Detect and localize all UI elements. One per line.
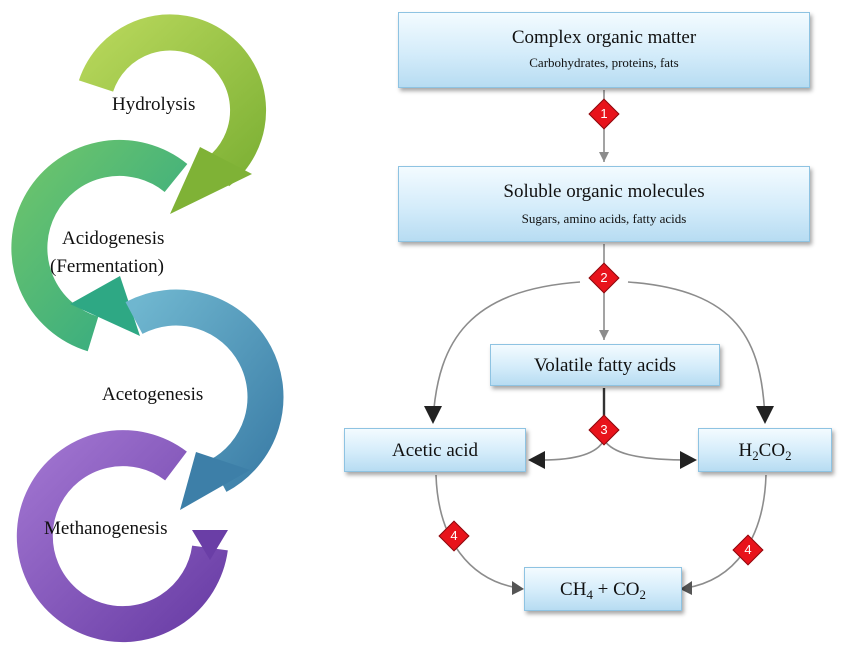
- methanogenesis-label: Methanogenesis: [44, 518, 168, 539]
- acidogenesis-label: Acidogenesis: [62, 228, 165, 249]
- soluble-organic-molecules-box: Soluble organic molecules Sugars, amino …: [398, 166, 810, 242]
- step-2-badge: 2: [588, 262, 620, 294]
- box-title: Acetic acid: [392, 440, 478, 461]
- hydrolysis-label: Hydrolysis: [112, 94, 196, 115]
- box-title: Complex organic matter: [511, 27, 697, 48]
- fermentation-label: (Fermentation): [50, 256, 164, 277]
- complex-organic-matter-box: Complex organic matter Carbohydrates, pr…: [398, 12, 810, 88]
- box-subtitle: Carbohydrates, proteins, fats: [529, 55, 679, 70]
- ch4-co2-box: CH4 + CO2: [524, 567, 682, 611]
- step-3-badge: 3: [588, 414, 620, 446]
- box-title: Soluble organic molecules: [503, 181, 705, 202]
- h2co2-box: H2CO2: [698, 428, 832, 472]
- acetic-acid-box: Acetic acid: [344, 428, 526, 472]
- box-title: H2CO2: [738, 440, 792, 463]
- box-title: CH4 + CO2: [560, 579, 646, 602]
- acetogenesis-arrow: [125, 289, 284, 510]
- flow-arrowheads: [424, 152, 774, 595]
- step-4-right-badge: 4: [732, 534, 764, 566]
- flow-connectors: [432, 90, 767, 589]
- acetogenesis-label: Acetogenesis: [102, 384, 204, 405]
- methanogenesis-arrow: [16, 430, 228, 643]
- box-subtitle: Sugars, amino acids, fatty acids: [521, 211, 687, 226]
- volatile-fatty-acids-box: Volatile fatty acids: [490, 344, 720, 386]
- acidogenesis-arrow: [11, 139, 188, 352]
- hydrolysis-arrow: [78, 14, 267, 214]
- step-1-badge: 1: [588, 98, 620, 130]
- box-title: Volatile fatty acids: [533, 355, 677, 376]
- step-4-left-badge: 4: [438, 520, 470, 552]
